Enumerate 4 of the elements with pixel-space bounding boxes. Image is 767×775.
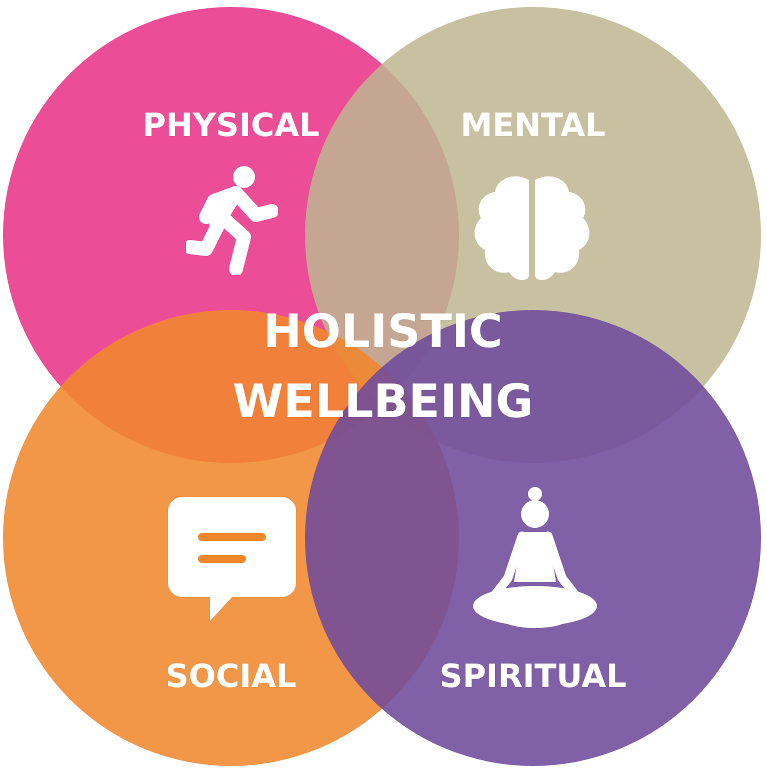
circle-label: PHYSICAL — [142, 105, 320, 145]
circle-label: MENTAL — [460, 105, 606, 145]
circle-label: SOCIAL — [166, 656, 296, 696]
circle-label: SPIRITUAL — [440, 656, 626, 696]
